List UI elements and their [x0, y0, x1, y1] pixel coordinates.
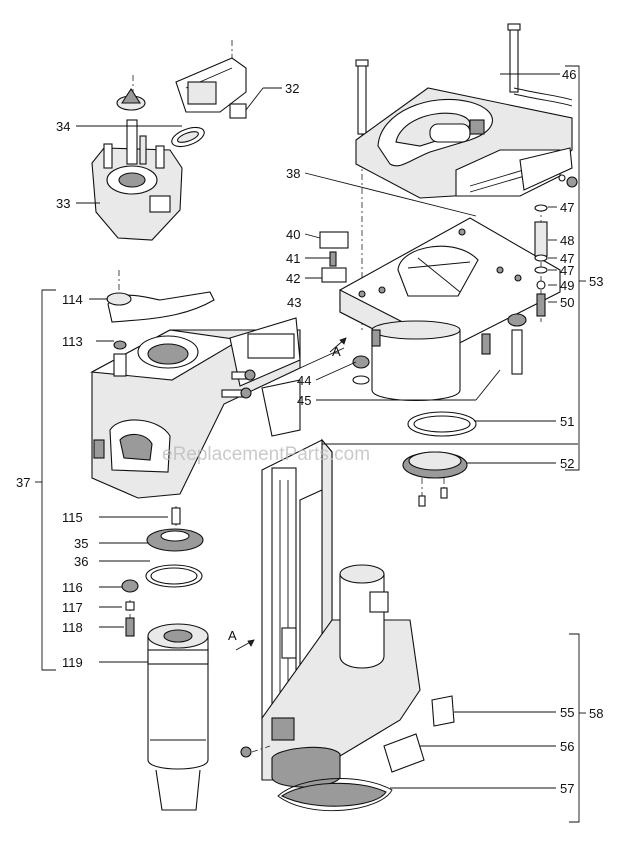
callout-49: 49 — [560, 278, 574, 293]
seal-and-filter-51-52 — [402, 411, 477, 507]
group-bracket-53 — [565, 65, 586, 471]
section-mark-upper: A — [329, 337, 347, 359]
callout-114: 114 — [62, 292, 83, 307]
brew-cylinder-119 — [121, 506, 209, 811]
callout-41: 41 — [286, 251, 300, 266]
callout-53: 53 — [589, 274, 603, 289]
callout-119: 119 — [62, 655, 83, 670]
callout-32: 32 — [285, 81, 299, 96]
callout-47-a: 47 — [560, 200, 574, 215]
main-chassis — [240, 438, 578, 812]
callout-113: 113 — [62, 334, 83, 349]
mounting-plate — [319, 217, 561, 401]
callout-43: 43 — [287, 295, 301, 310]
callout-51: 51 — [560, 414, 574, 429]
callout-116: 116 — [62, 580, 83, 595]
callout-55: 55 — [560, 705, 574, 720]
callout-33: 33 — [56, 196, 70, 211]
upper-frame-assembly — [355, 23, 578, 330]
section-mark-a-lower: A — [228, 628, 237, 643]
callout-44: 44 — [297, 373, 311, 388]
callout-47-b: 47 — [560, 251, 574, 266]
dispensing-head-assembly — [91, 40, 247, 241]
valve-stack-47-50 — [534, 204, 548, 322]
callout-34: 34 — [56, 119, 70, 134]
callout-labels: 46 32 34 33 38 47 48 47 47 49 50 53 40 4… — [16, 67, 603, 796]
callout-52: 52 — [560, 456, 574, 471]
watermark: eReplacementParts.com — [162, 444, 370, 465]
callout-46: 46 — [562, 67, 576, 82]
callout-47-c: 47 — [560, 263, 574, 278]
callout-40: 40 — [286, 227, 300, 242]
callout-115: 115 — [62, 510, 83, 525]
group-bracket-37 — [35, 289, 56, 671]
callout-56: 56 — [560, 739, 574, 754]
callout-48: 48 — [560, 233, 574, 248]
section-mark-a-upper: A — [332, 344, 341, 359]
leader-lines — [76, 73, 560, 789]
callout-118: 118 — [62, 620, 83, 635]
callout-45: 45 — [297, 393, 311, 408]
brew-unit-housing — [90, 270, 345, 499]
callout-50: 50 — [560, 295, 574, 310]
callout-36: 36 — [74, 554, 88, 569]
callout-57: 57 — [560, 781, 574, 796]
callout-35: 35 — [74, 536, 88, 551]
section-mark-lower: A — [228, 628, 255, 651]
callout-38: 38 — [286, 166, 300, 181]
group-bracket-58 — [569, 633, 586, 823]
callout-117: 117 — [62, 600, 83, 615]
callout-37: 37 — [16, 475, 30, 490]
callout-58: 58 — [589, 706, 603, 721]
callout-42: 42 — [286, 271, 300, 286]
